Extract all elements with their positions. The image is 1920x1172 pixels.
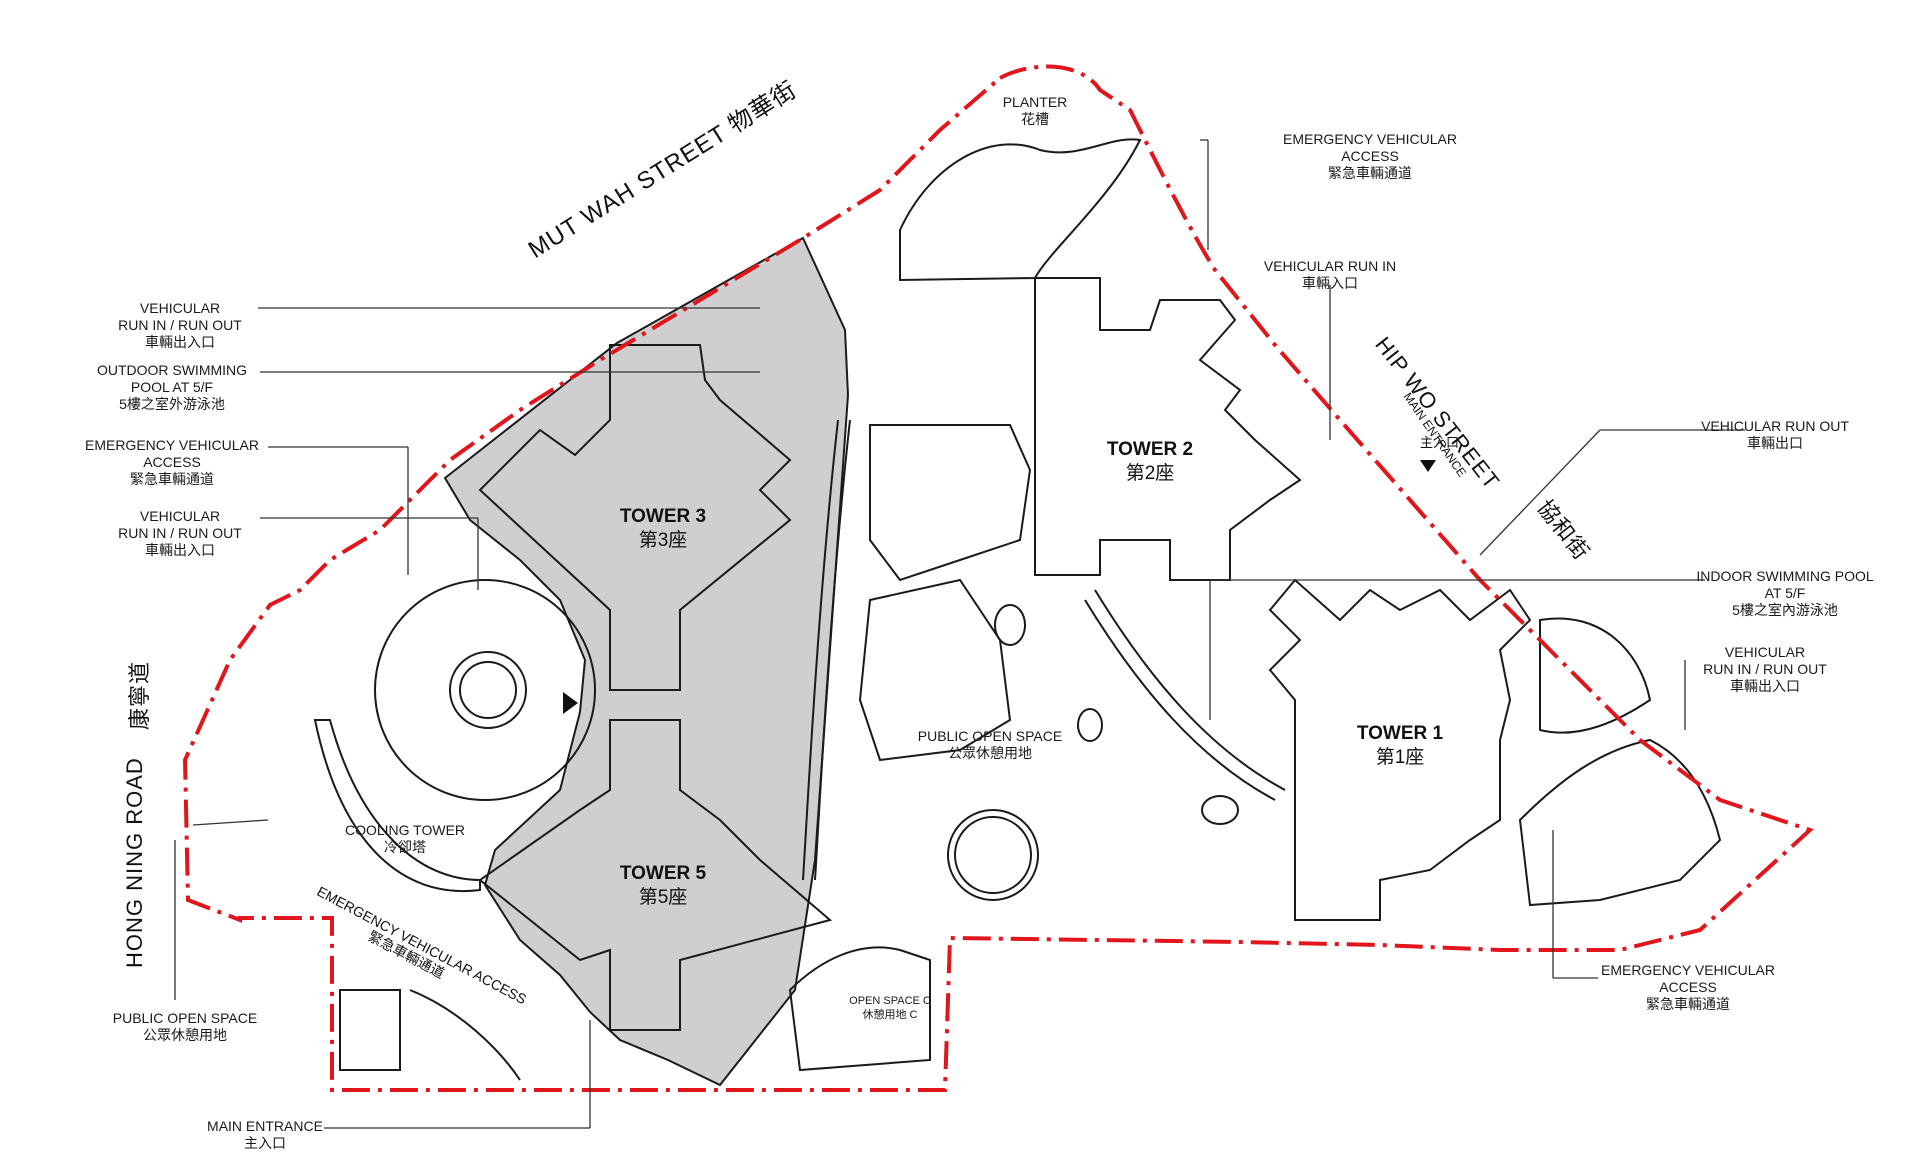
arrow-markers [563,460,1436,714]
vrio-left1-l2: RUN IN / RUN OUT [118,317,242,333]
label-indoor-pool: INDOOR SWIMMING POOL AT 5/F 5樓之室內游泳池 [1690,568,1880,619]
eva-top-l1: EMERGENCY VEHICULAR [1282,131,1457,147]
planter-en: PLANTER [1002,94,1068,110]
outdoor-pool-l2: POOL AT 5/F [130,379,214,395]
vro-right-en: VEHICULAR RUN OUT [1701,418,1849,434]
indoor-pool-l1: INDOOR SWIMMING POOL [1696,568,1874,584]
label-public-open-left: PUBLIC OPEN SPACE 公眾休憩用地 [95,1010,275,1044]
cooling-tower-zh: 冷卻塔 [384,839,426,855]
tower-2-name-zh: 第2座 [1125,463,1175,484]
eva-br-zh: 緊急車輛通道 [1646,996,1730,1012]
vrio-left1-l1: VEHICULAR [139,300,221,316]
main-entrance-zh: 主入口 [244,1135,286,1151]
tower-1-name-zh: 第1座 [1375,747,1425,768]
site-boundary [182,64,1814,1092]
label-planter: PLANTER 花槽 [975,94,1095,128]
vrio-right-zh: 車輛出入口 [1730,678,1800,694]
outdoor-pool-l1: OUTDOOR SWIMMING [96,362,248,378]
label-eva-bottom-right: EMERGENCY VEHICULAR ACCESS 緊急車輛通道 [1588,962,1788,1013]
eva-top-l2: ACCESS [1341,148,1399,164]
tower-3-name-zh: 第3座 [638,530,688,551]
indoor-pool-zh: 5樓之室內游泳池 [1732,602,1838,618]
street-hong-ning: HONG NING ROAD [122,757,147,968]
street-hong-ning-zh: 康寧道 [127,660,152,730]
label-main-entrance: MAIN ENTRANCE 主入口 [200,1118,330,1152]
label-eva-left: EMERGENCY VEHICULAR ACCESS 緊急車輛通道 [72,437,272,488]
tower-5-label: TOWER 5 第5座 [598,862,728,910]
public-center-zh: 公眾休憩用地 [948,745,1032,761]
indoor-pool-l2: AT 5/F [1764,585,1806,601]
main-entrance-en: MAIN ENTRANCE [207,1118,323,1134]
eva-br-l1: EMERGENCY VEHICULAR [1600,962,1775,978]
outdoor-pool-zh: 5樓之室外游泳池 [119,396,225,412]
eva-br-l2: ACCESS [1659,979,1717,995]
tower-5-name-zh: 第5座 [638,887,688,908]
public-center-en: PUBLIC OPEN SPACE [917,728,1063,744]
tower-1-name: TOWER 1 [1356,723,1444,744]
vrio-left2-zh: 車輛出入口 [145,542,215,558]
label-vrio-left1: VEHICULAR RUN IN / RUN OUT 車輛出入口 [95,300,265,351]
vrio-left2-l1: VEHICULAR [139,508,221,524]
vrio-right-l1: VEHICULAR [1724,644,1806,660]
vrio-left2-l2: RUN IN / RUN OUT [118,525,242,541]
label-outdoor-pool: OUTDOOR SWIMMING POOL AT 5/F 5樓之室外游泳池 [82,362,262,413]
callout-lines [174,139,1745,1129]
open-space-c-zh: 休憩用地 C [862,1009,918,1021]
eva-top-zh: 緊急車輛通道 [1328,165,1412,181]
eva-left-l1: EMERGENCY VEHICULAR [84,437,259,453]
main-entrance-rotated-zh: 主入口 [1420,435,1460,450]
public-left-zh: 公眾休憩用地 [143,1027,227,1043]
cooling-tower-en: COOLING TOWER [344,822,466,838]
label-cooling-tower: COOLING TOWER 冷卻塔 [335,822,475,856]
eva-left-zh: 緊急車輛通道 [130,471,214,487]
label-public-open-center: PUBLIC OPEN SPACE 公眾休憩用地 [900,728,1080,762]
public-left-en: PUBLIC OPEN SPACE [112,1010,258,1026]
planter-zh: 花槽 [1021,111,1049,127]
tower-3-label: TOWER 3 第3座 [598,505,728,553]
vri-top-en: VEHICULAR RUN IN [1263,258,1397,274]
label-vehicular-run-in: VEHICULAR RUN IN 車輛入口 [1240,258,1420,292]
tower-1-label: TOWER 1 第1座 [1335,722,1465,770]
vro-right-zh: 車輛出口 [1747,435,1803,451]
tower-3-name: TOWER 3 [619,506,707,527]
label-vrio-left2: VEHICULAR RUN IN / RUN OUT 車輛出入口 [95,508,265,559]
tower3-tower5-shaded-area [443,236,850,1087]
label-vehicular-run-out: VEHICULAR RUN OUT 車輛出口 [1680,418,1870,452]
building-outlines [313,138,1722,1081]
vrio-right-l2: RUN IN / RUN OUT [1703,661,1827,677]
label-vrio-right: VEHICULAR RUN IN / RUN OUT 車輛出入口 [1680,644,1850,695]
tower-2-name: TOWER 2 [1106,439,1194,460]
label-open-space-c: OPEN SPACE C 休憩用地 C [840,994,940,1022]
open-space-c-en: OPEN SPACE C [849,995,931,1007]
tower-5-name: TOWER 5 [619,863,707,884]
tower-2-label: TOWER 2 第2座 [1085,438,1215,486]
label-eva-top: EMERGENCY VEHICULAR ACCESS 緊急車輛通道 [1270,131,1470,182]
vri-top-zh: 車輛入口 [1302,275,1358,291]
vrio-left1-zh: 車輛出入口 [145,334,215,350]
eva-left-l2: ACCESS [143,454,201,470]
